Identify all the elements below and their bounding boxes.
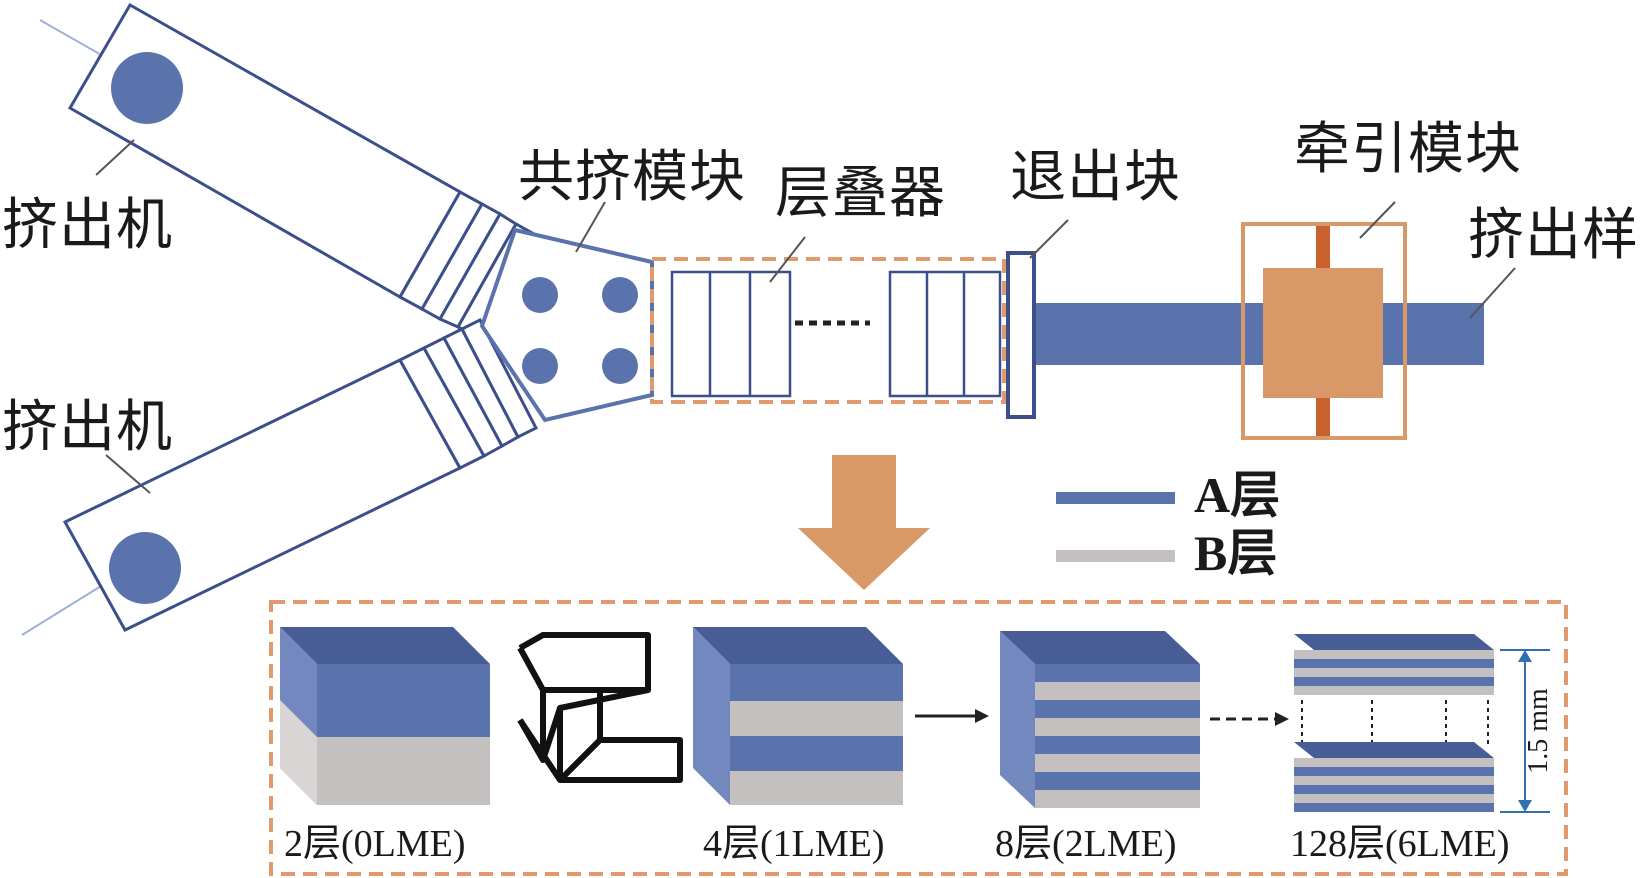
stage-label-128-layers: 128层(6LME) xyxy=(1290,823,1510,865)
exit-block xyxy=(1006,219,1069,419)
down-arrow xyxy=(798,455,930,590)
label-traction-module: 牵引模块 xyxy=(1294,117,1522,182)
extruder-bottom xyxy=(21,317,539,636)
stage-arrow-1 xyxy=(915,709,989,723)
label-coextrusion-module: 共挤模块 xyxy=(518,145,746,210)
stages-frame xyxy=(269,600,1568,876)
label-extruder-top: 挤出机 xyxy=(2,193,173,258)
traction-module xyxy=(1241,201,1407,440)
layer-multiplying-element xyxy=(517,632,683,783)
legend-b-label: B层 xyxy=(1194,525,1278,581)
thickness-dimension xyxy=(1500,649,1550,813)
label-exit-block: 退出块 xyxy=(1010,145,1181,210)
stage-4-layers-block xyxy=(693,627,903,805)
label-extruder-bottom: 挤出机 xyxy=(2,395,173,460)
layer-multiplier xyxy=(650,236,1006,404)
stage-arrow-2 xyxy=(1210,712,1289,726)
coextrusion-module xyxy=(479,201,654,423)
stage-label-2-layers: 2层(0LME) xyxy=(284,823,466,865)
thickness-label: 1.5 mm xyxy=(1522,688,1554,774)
stage-8-layers-block xyxy=(1000,631,1200,808)
label-layer-multiplier: 层叠器 xyxy=(775,161,946,226)
stage-128-layers-block xyxy=(1294,634,1494,812)
extruded-sample-bar xyxy=(1036,303,1484,365)
stage-label-4-layers: 4层(1LME) xyxy=(703,823,885,865)
extruder-top xyxy=(39,2,537,338)
label-extruded-sample: 挤出样 xyxy=(1468,203,1639,268)
stage-2-layers-block xyxy=(280,627,490,805)
stage-label-8-layers: 8层(2LME) xyxy=(995,823,1177,865)
legend-a-label: A层 xyxy=(1194,467,1281,523)
